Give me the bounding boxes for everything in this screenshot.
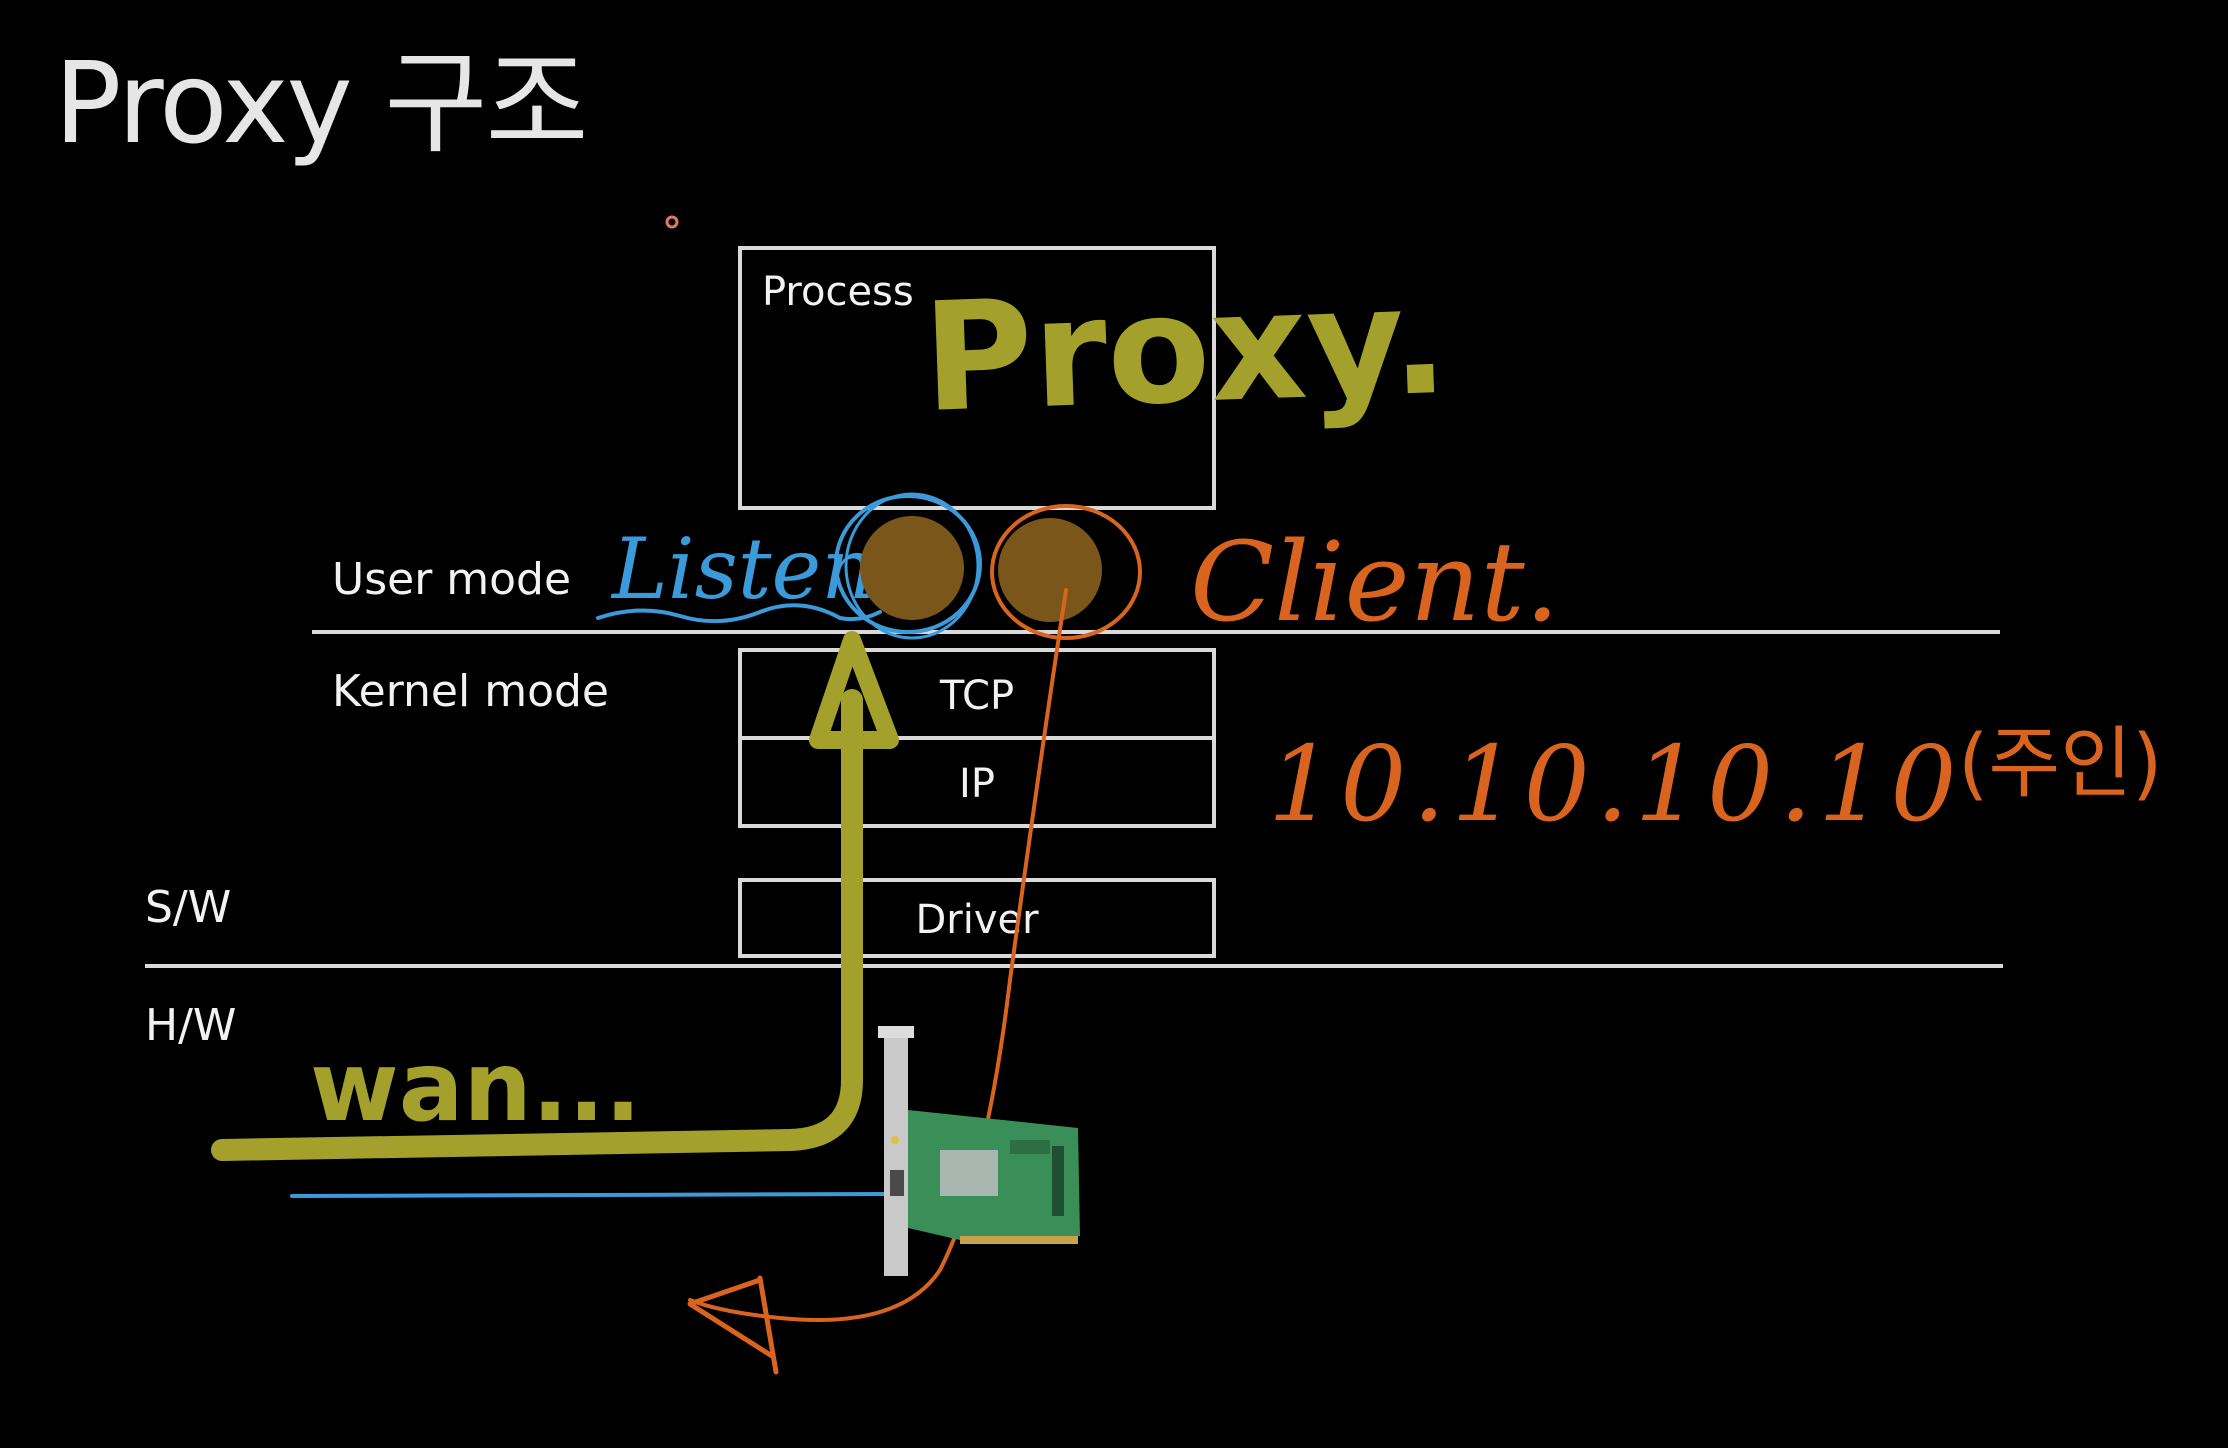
listen-socket-ring [834,494,982,634]
process-box-label: Process [762,269,914,315]
outbound-arrowhead [687,1275,779,1375]
listen-socket [860,516,964,620]
tcp-box-label: TCP [939,673,1015,719]
ip-box-label: IP [959,761,995,807]
sw-hw-divider [145,964,2003,968]
proxy-annotation: Proxy. [920,254,1450,446]
pointer-dot [665,215,679,229]
user-mode-label: User mode [332,554,572,605]
client-socket-ring [990,504,1142,640]
listen-underline [596,603,882,624]
software-label: S/W [145,882,232,933]
client-socket [998,518,1102,622]
user-kernel-divider [312,630,2000,634]
wan-annotation: wan... [310,1031,641,1143]
ip-address-annotation: 10.10.10.10 [1268,723,1963,845]
slide-title: Proxy 구조 [54,39,588,169]
listen-annotation: Listen [610,520,875,618]
ip-box: IP [738,736,1216,828]
network-interface-card-icon [878,1026,1080,1276]
hardware-label: H/W [145,1000,237,1051]
process-box: Process [738,246,1216,510]
kernel-mode-label: Kernel mode [332,666,609,717]
note-annotation: (주인) [1958,719,2162,809]
client-annotation: Client. [1190,518,1560,646]
inbound-path [211,689,863,1161]
inbound-arrowhead [809,631,899,749]
network-cable [290,1192,892,1198]
